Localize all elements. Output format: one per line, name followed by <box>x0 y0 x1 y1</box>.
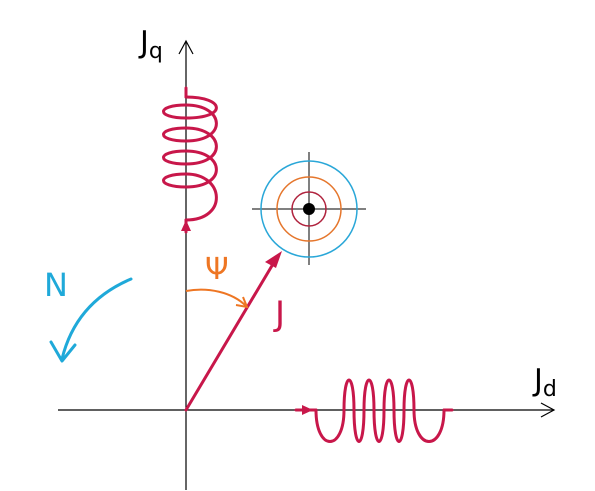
current-vector <box>184 251 282 412</box>
q-axis-subscript: q <box>149 39 163 64</box>
coil-vertical-arrowhead <box>181 220 191 231</box>
target-middle-ring <box>276 176 342 242</box>
rotation-label: N <box>44 266 68 304</box>
current-vector-arrowhead <box>265 251 282 268</box>
axes <box>58 39 556 490</box>
rotation-arrowhead <box>49 340 77 363</box>
coil-vertical-icon <box>162 86 218 234</box>
d-axis-label: Jd <box>532 363 557 402</box>
d-axis-arrowhead <box>540 402 556 418</box>
target-inner-ring <box>291 191 327 227</box>
target-outer-ring <box>260 160 358 258</box>
coil-horizontal-arrowhead <box>302 405 313 415</box>
angle-label: Ψ <box>205 252 229 287</box>
current-vector-line <box>184 262 275 412</box>
angle-arc-arrowhead <box>235 296 249 309</box>
field-target-icon <box>252 152 366 265</box>
target-center-dot <box>303 203 315 215</box>
q-axis-label: Jq <box>138 25 163 64</box>
current-vector-label: J <box>273 294 285 334</box>
q-axis-arrowhead <box>178 39 194 55</box>
coil-horizontal-icon <box>294 378 454 443</box>
d-axis-subscript: d <box>543 377 557 402</box>
angle-arc <box>185 288 249 309</box>
rotation-arrow-icon <box>49 277 133 363</box>
